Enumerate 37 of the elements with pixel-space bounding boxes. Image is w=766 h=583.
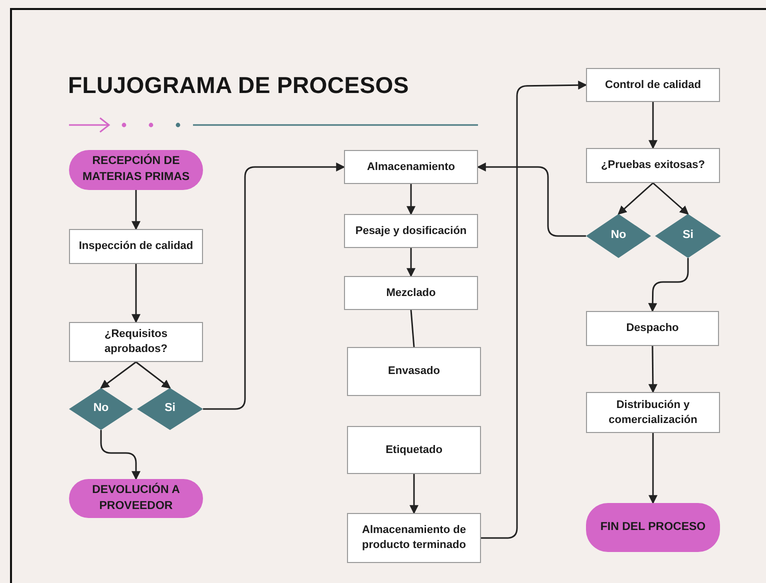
decision-diamond: No (69, 388, 133, 430)
process-box: Mezclado (344, 276, 478, 310)
process-box: Pesaje y dosificación (344, 214, 478, 248)
arrow (100, 430, 140, 480)
process-box: Inspección de calidad (69, 229, 203, 264)
arrow (648, 346, 658, 394)
arrow (648, 258, 689, 312)
title: FLUJOGRAMA DE PROCESOS (68, 72, 409, 99)
arrow (132, 190, 140, 230)
arrow (476, 162, 586, 237)
process-box: Control de calidad (586, 68, 720, 102)
arrow (481, 80, 588, 539)
arrow (648, 433, 658, 504)
process-box: Etiquetado (347, 426, 481, 474)
arrow (203, 162, 346, 410)
arrow (132, 264, 140, 324)
arrow (652, 182, 689, 215)
decision-diamond: Si (137, 388, 203, 430)
arrow (406, 184, 416, 216)
process-box: ¿Pruebas exitosas? (586, 148, 720, 183)
process-box: Almacenamiento de producto terminado (347, 513, 481, 563)
arrow (136, 361, 171, 389)
arrow (100, 361, 136, 389)
decision-diamond: Si (655, 214, 721, 258)
arrow (618, 182, 654, 215)
process-box: ¿Requisitos aprobados? (69, 322, 203, 362)
terminal-pill: FIN DEL PROCESO (586, 503, 720, 552)
process-box: Almacenamiento (344, 150, 478, 184)
arrow (648, 102, 658, 150)
terminal-pill: RECEPCIÓN DE MATERIAS PRIMAS (69, 150, 203, 190)
process-box: Distribución y comercialización (586, 392, 720, 433)
arrow (406, 248, 416, 278)
process-box: Despacho (586, 311, 719, 346)
decision-diamond: No (586, 214, 651, 258)
process-box: Envasado (347, 347, 481, 396)
terminal-pill: DEVOLUCIÓN A PROVEEDOR (69, 479, 203, 518)
arrow (410, 474, 418, 514)
